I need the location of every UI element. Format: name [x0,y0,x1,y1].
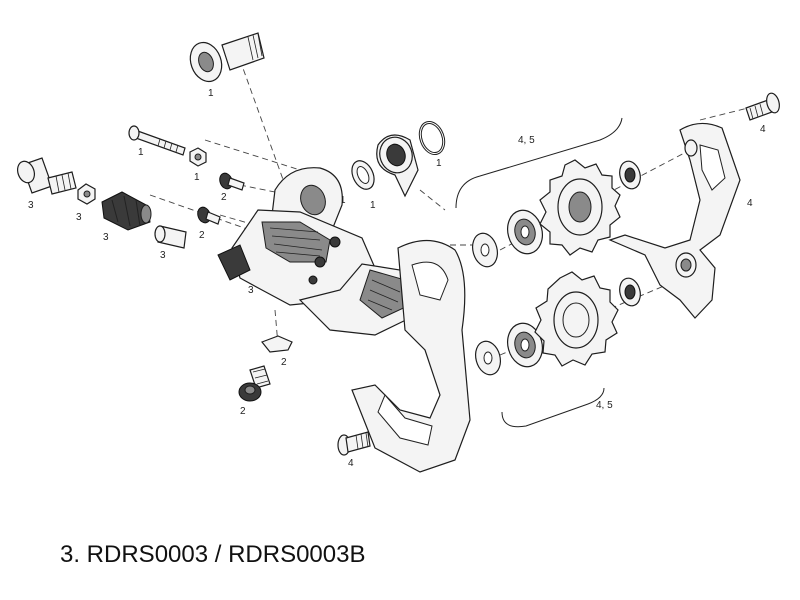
brace-bottom [501,387,605,428]
label-adjuster-spring: 3 [76,212,82,223]
cable-bolt [128,125,186,156]
label-limit-screw-mid: 2 [199,230,205,241]
label-cage-bolt: 4 [760,124,766,135]
label-adjuster-knob: 3 [103,232,109,243]
lower-cage-bolt [337,431,371,456]
label-o-ring-washer: 1 [340,195,346,206]
cable-nut [189,147,207,167]
adjuster-barrel [16,157,77,195]
label-lower-bolt: 4 [348,458,354,469]
bottom-pulley-assembly [475,271,641,376]
label-b-tension-screw: 2 [240,406,246,417]
label-body-screw: 3 [248,285,254,296]
cage-bolt [745,92,780,121]
label-pivot-washer: 1 [370,200,376,211]
o-ring-washer [351,160,375,190]
label-cable-bolt: 1 [138,147,144,158]
b-tension-plate [261,335,293,353]
label-inner-cage: 4 [747,198,753,209]
derailleur-body [217,167,421,336]
label-pulley-group-top: 4, 5 [518,135,535,146]
o-ring [418,121,446,155]
limit-screw-mid [197,206,221,225]
b-tension-screw [238,365,271,402]
limit-screw-top [219,172,245,191]
outer-cage-plate [351,239,471,473]
label-adjuster-barrel: 3 [28,200,34,211]
label-o-ring: 1 [436,158,442,169]
inner-cage-plate [608,122,741,319]
pivot-washer [376,134,419,198]
label-b-tension-plate: 2 [281,357,287,368]
upper-pivot-bolt [189,32,265,83]
adjuster-sleeve [154,225,187,249]
brace-top [455,117,623,209]
top-pulley-assembly [472,159,641,268]
label-cable-nut: 1 [194,172,200,183]
adjuster-knob [101,191,152,231]
label-upper-bolt: 1 [208,88,214,99]
diagram-caption: 3. RDRS0003 / RDRS0003B [60,541,366,568]
label-limit-screw-top: 2 [221,192,227,203]
adjuster-spring [77,183,96,205]
label-pulley-group-bottom: 4, 5 [596,400,613,411]
label-adjuster-sleeve: 3 [160,250,166,261]
